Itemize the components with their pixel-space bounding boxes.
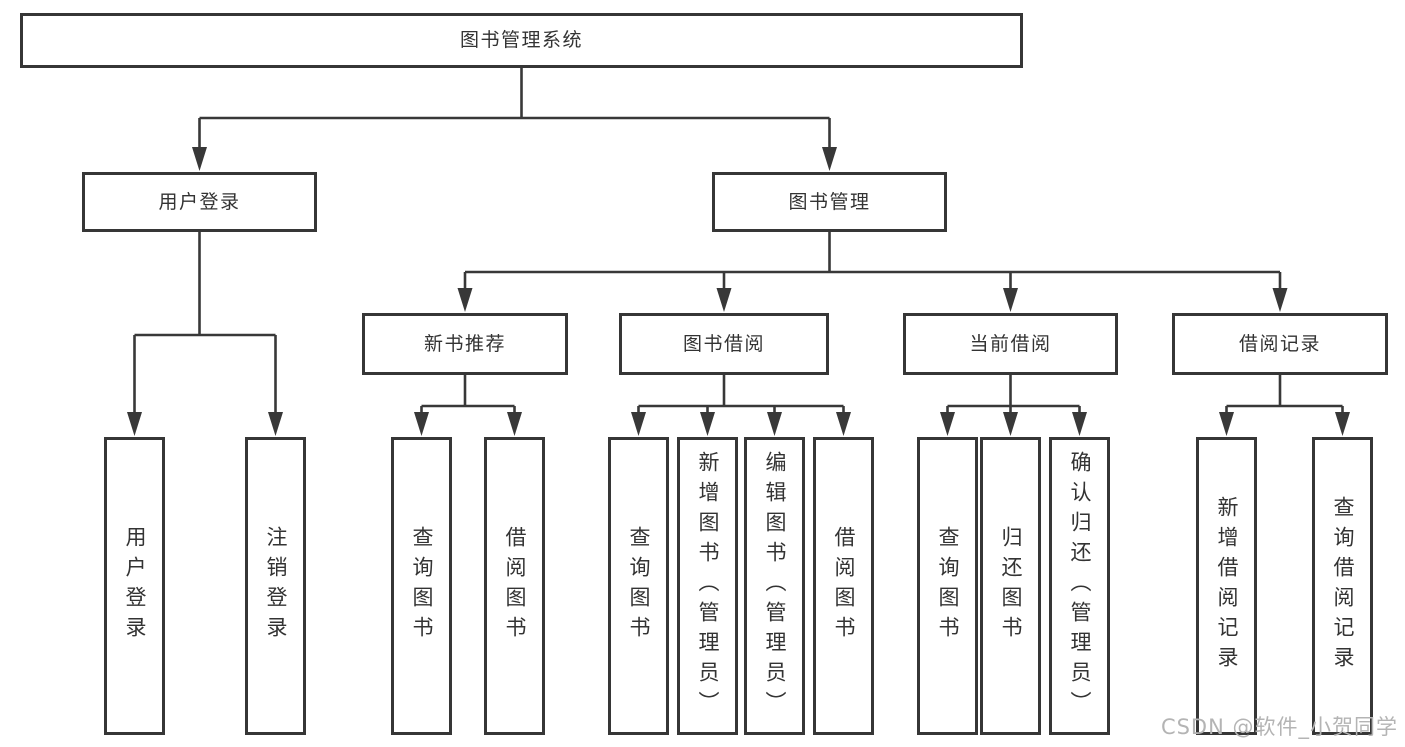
leaf-add-borrow-record-label: 新增借阅记录 bbox=[1215, 496, 1239, 676]
node-new-book-recommend: 新书推荐 bbox=[362, 313, 568, 375]
leaf-query-books-2: 查询图书 bbox=[608, 437, 669, 735]
leaf-query-books-3: 查询图书 bbox=[917, 437, 978, 735]
leaf-edit-book-admin-label: 编辑图书（管理员） bbox=[763, 451, 787, 721]
node-user-login: 用户登录 bbox=[82, 172, 317, 232]
leaf-borrow-books-2-label: 借阅图书 bbox=[832, 526, 856, 646]
node-current-borrowing: 当前借阅 bbox=[903, 313, 1118, 375]
leaf-user-login: 用户登录 bbox=[104, 437, 165, 735]
leaf-add-book-admin: 新增图书（管理员） bbox=[677, 437, 738, 735]
watermark: CSDN @软件_小贺同学 bbox=[1160, 715, 1398, 739]
node-book-management: 图书管理 bbox=[712, 172, 947, 232]
node-book-management-label: 图书管理 bbox=[788, 190, 871, 213]
node-current-borrowing-label: 当前借阅 bbox=[969, 332, 1052, 355]
leaf-query-books-2-label: 查询图书 bbox=[627, 526, 651, 646]
leaf-query-books-1-label: 查询图书 bbox=[410, 526, 434, 646]
node-borrowing-records-label: 借阅记录 bbox=[1238, 332, 1321, 355]
leaf-confirm-return-admin: 确认归还（管理员） bbox=[1049, 437, 1110, 735]
leaf-borrow-books-2: 借阅图书 bbox=[813, 437, 874, 735]
leaf-edit-book-admin: 编辑图书（管理员） bbox=[744, 437, 805, 735]
node-book-borrowing-label: 图书借阅 bbox=[682, 332, 765, 355]
node-user-login-label: 用户登录 bbox=[158, 190, 241, 213]
node-root-label: 图书管理系统 bbox=[459, 29, 583, 51]
leaf-query-books-3-label: 查询图书 bbox=[936, 526, 960, 646]
leaf-query-borrow-record-label: 查询借阅记录 bbox=[1331, 496, 1355, 676]
leaf-query-books-1: 查询图书 bbox=[391, 437, 452, 735]
leaf-borrow-books-1-label: 借阅图书 bbox=[503, 526, 527, 646]
leaf-logout-label: 注销登录 bbox=[264, 526, 288, 646]
node-root: 图书管理系统 bbox=[20, 13, 1023, 68]
node-book-borrowing: 图书借阅 bbox=[619, 313, 829, 375]
leaf-return-books: 归还图书 bbox=[980, 437, 1041, 735]
leaf-add-book-admin-label: 新增图书（管理员） bbox=[696, 451, 720, 721]
node-borrowing-records: 借阅记录 bbox=[1172, 313, 1388, 375]
leaf-query-borrow-record: 查询借阅记录 bbox=[1312, 437, 1373, 735]
leaf-return-books-label: 归还图书 bbox=[999, 526, 1023, 646]
leaf-add-borrow-record: 新增借阅记录 bbox=[1196, 437, 1257, 735]
leaf-user-login-label: 用户登录 bbox=[123, 526, 147, 646]
node-new-book-recommend-label: 新书推荐 bbox=[423, 332, 506, 355]
leaf-logout: 注销登录 bbox=[245, 437, 306, 735]
leaf-borrow-books-1: 借阅图书 bbox=[484, 437, 545, 735]
leaf-confirm-return-admin-label: 确认归还（管理员） bbox=[1068, 451, 1092, 721]
